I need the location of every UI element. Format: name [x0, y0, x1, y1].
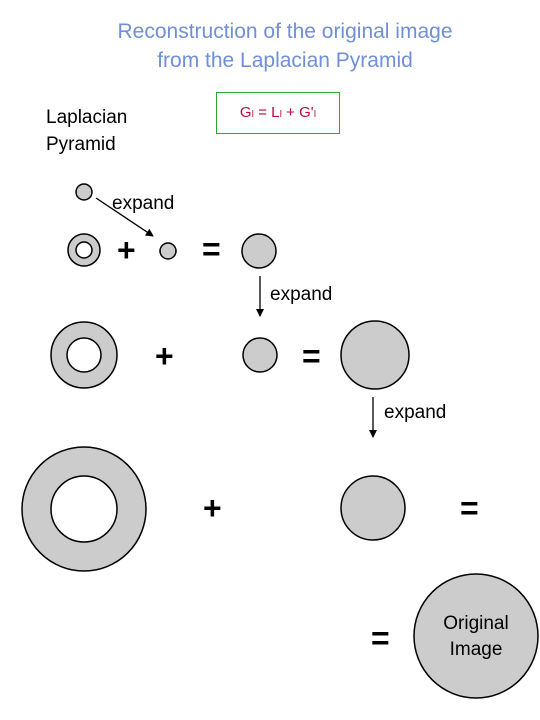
title-line-2: from the Laplacian Pyramid [157, 49, 413, 72]
pyramid-label-line-1: Laplacian [46, 107, 128, 128]
expand-label-1: expand [112, 193, 175, 214]
top-gaussian-circle [75, 183, 93, 201]
original-image-label-line-1: Original [443, 613, 509, 634]
expanded-circle-3 [340, 475, 406, 541]
pyramid-label: Laplacian Pyramid [46, 104, 127, 158]
equals-operator-final: = [371, 620, 390, 656]
plus-operator-2: + [155, 338, 174, 374]
laplacian-level-3-hole [50, 475, 118, 543]
expand-label-2: expand [270, 284, 333, 305]
gaussian-circle-1 [241, 233, 277, 269]
formula-box: Gₗ = Lₗ + G'ₗ [216, 92, 340, 134]
original-image-circle [413, 573, 539, 699]
original-image-label-line-2: Image [449, 639, 503, 660]
expand-arrow-1 [95, 197, 154, 237]
original-image-label: Original Image [426, 611, 526, 663]
expanded-circle-2 [242, 337, 278, 373]
laplacian-level-1-hole [75, 241, 93, 259]
gaussian-circle-2 [340, 320, 410, 390]
equals-operator-1: = [202, 231, 221, 267]
expand-label-3: expand [384, 402, 447, 423]
plus-operator-3: + [203, 490, 222, 526]
title-line-1: Reconstruction of the original image [117, 20, 453, 43]
plus-operator-1: + [117, 232, 136, 268]
laplacian-level-2-hole [66, 337, 102, 373]
expanded-circle-1 [159, 242, 177, 260]
equals-operator-3: = [460, 490, 479, 526]
equals-operator-2: = [302, 338, 321, 374]
pyramid-label-line-2: Pyramid [46, 134, 116, 155]
